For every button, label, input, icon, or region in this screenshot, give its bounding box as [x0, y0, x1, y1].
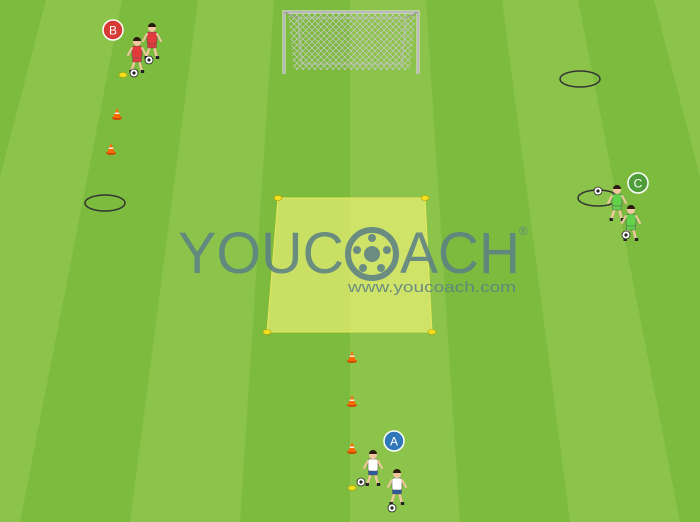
cone: [347, 395, 357, 407]
watermark-url: www.youcoach.com: [347, 279, 516, 296]
corner-marker: [427, 329, 437, 335]
hoop-top-right: [559, 70, 601, 88]
cone: [347, 442, 357, 454]
ball: [129, 68, 139, 78]
player-a: [363, 450, 383, 487]
ball-logo-icon: [345, 227, 399, 281]
group-badge-b: B: [102, 19, 124, 41]
watermark-registered: ®: [519, 224, 528, 238]
flat-marker: [347, 485, 357, 491]
flat-marker: [118, 72, 128, 78]
corner-marker: [273, 195, 283, 201]
watermark-brand-right: ACH: [400, 221, 520, 286]
group-label-a: A: [390, 435, 398, 449]
ball: [621, 230, 631, 240]
cone: [112, 108, 122, 120]
pitch-stripe: [20, 0, 198, 522]
youcoach-watermark: YOUC ACH ® www.youcoach.com: [178, 221, 528, 296]
corner-marker: [420, 195, 430, 201]
player-a: [387, 469, 407, 506]
group-badge-a: A: [383, 430, 405, 452]
corner-marker: [262, 329, 272, 335]
watermark-brand-left: YOUC: [178, 221, 344, 286]
ball: [144, 55, 154, 65]
players: [127, 23, 641, 506]
goal: [282, 10, 420, 74]
ball: [593, 186, 603, 196]
cone: [106, 143, 116, 155]
pitch-stripe: [578, 0, 700, 522]
ball: [387, 503, 397, 513]
group-badge-c: C: [627, 172, 649, 194]
player-c: [607, 185, 627, 222]
cone: [347, 351, 357, 363]
ball: [356, 477, 366, 487]
hoop-left: [84, 194, 126, 212]
pitch-stripe: [0, 0, 46, 177]
group-label-c: C: [634, 177, 643, 191]
pitch-stripe: [426, 0, 570, 522]
group-label-b: B: [109, 24, 117, 38]
player-b: [142, 23, 162, 60]
